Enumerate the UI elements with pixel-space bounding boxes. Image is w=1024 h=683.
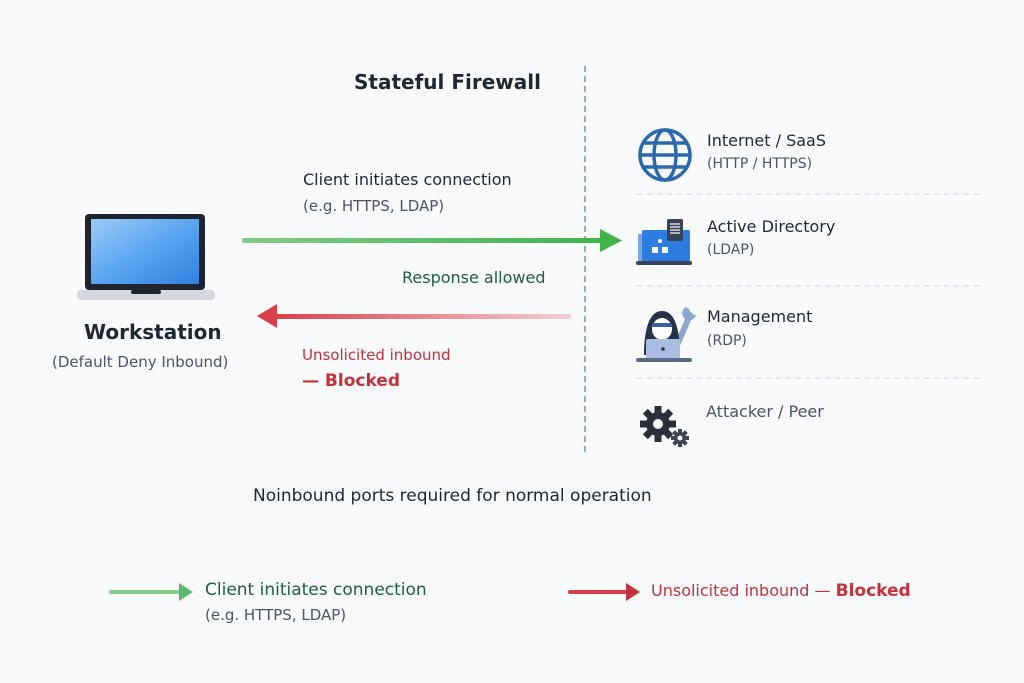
- legend-blocked-text: Unsolicited inbound: [651, 581, 810, 600]
- unsolicited-label: Unsolicited inbound: [302, 346, 451, 364]
- legend-allowed-sublabel: (e.g. HTTPS, LDAP): [205, 606, 347, 624]
- firewall-boundary-line: [584, 66, 586, 452]
- service-name-internet: Internet / SaaS: [707, 131, 827, 150]
- workstation-subtitle: (Default Deny Inbound): [52, 353, 229, 371]
- service-name-attacker: Attacker / Peer: [706, 402, 824, 421]
- service-sub-management: (RDP): [707, 333, 747, 349]
- legend-blocked-label: Unsolicited inbound — Blocked: [651, 581, 911, 601]
- legend-blocked-dash: —: [814, 581, 831, 600]
- outbound-sublabel: (e.g. HTTPS, LDAP): [303, 197, 445, 215]
- inbound-blocked-arrow: [257, 304, 571, 328]
- laptop-icon: [77, 214, 215, 300]
- legend-allowed-label: Client initiates connection: [205, 580, 427, 600]
- legend-blocked-strong: Blocked: [835, 581, 911, 601]
- diagram-title: Stateful Firewall: [354, 70, 541, 94]
- legend-blocked-arrow: [568, 583, 640, 601]
- admin-hacker-icon: [636, 307, 696, 362]
- note-text: Noinbound ports required for normal oper…: [253, 486, 652, 506]
- service-name-ad: Active Directory: [707, 217, 836, 236]
- service-name-management: Management: [707, 307, 813, 326]
- service-separator: [637, 193, 979, 195]
- globe-icon: [638, 128, 692, 182]
- service-sub-internet: (HTTP / HTTPS): [707, 156, 813, 172]
- blocked-label: — Blocked: [302, 371, 401, 391]
- outbound-label: Client initiates connection: [303, 170, 512, 189]
- response-allowed-label: Response allowed: [402, 268, 546, 287]
- service-separator: [637, 377, 979, 379]
- outbound-arrow: [242, 229, 622, 252]
- service-separator: [637, 285, 979, 287]
- legend-allowed-arrow: [109, 583, 193, 601]
- directory-server-icon: [636, 219, 692, 265]
- service-sub-ad: (LDAP): [707, 242, 755, 258]
- gears-icon: [640, 406, 689, 447]
- workstation-title: Workstation: [84, 320, 222, 344]
